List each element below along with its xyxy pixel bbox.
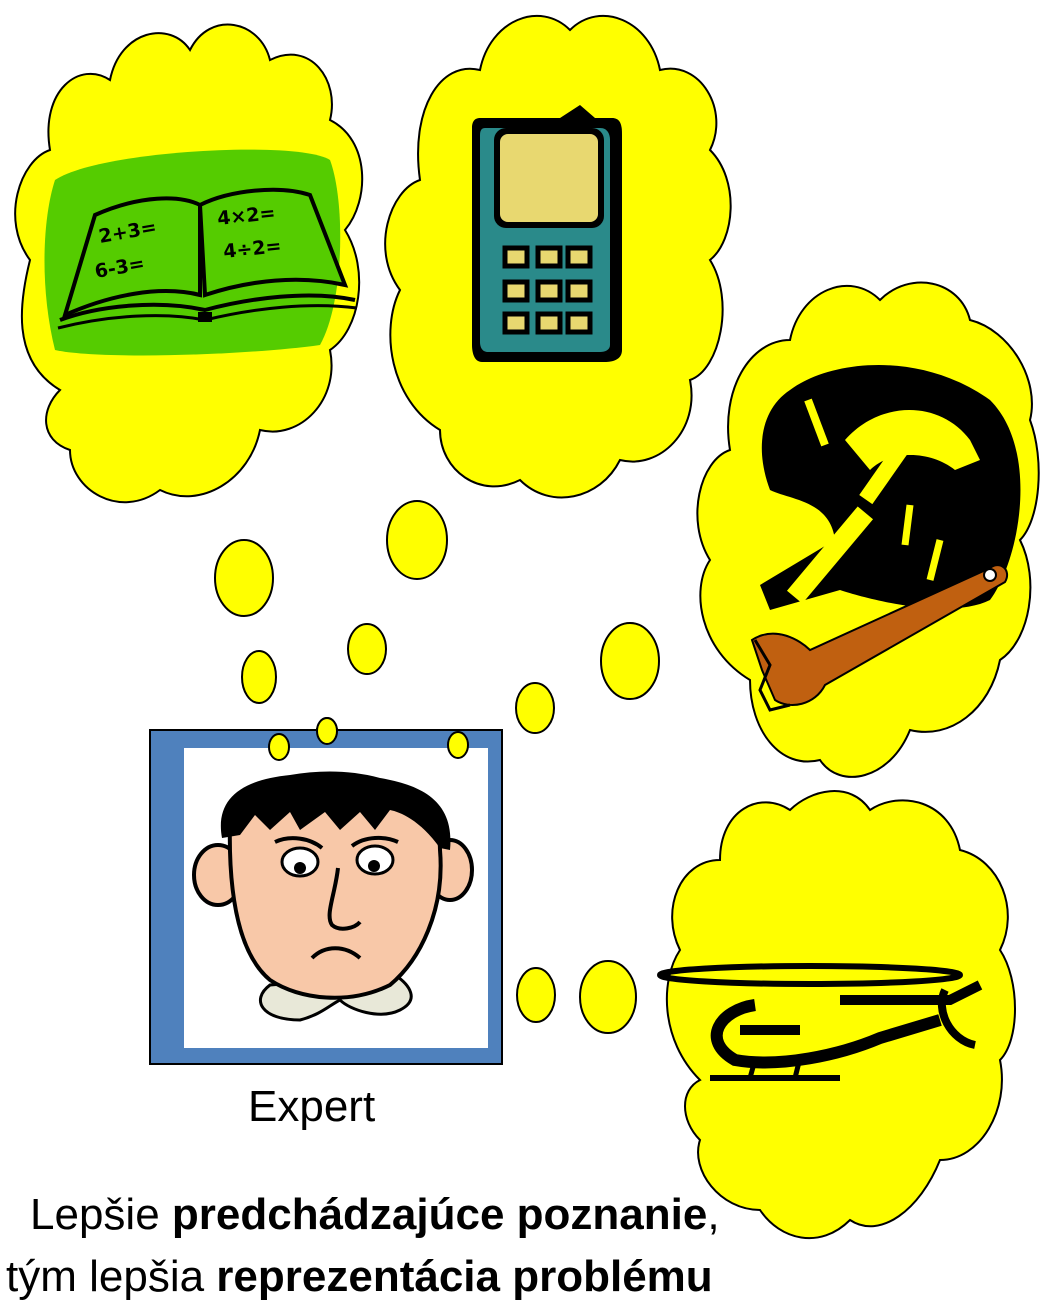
expert-picture	[150, 718, 502, 1064]
expert-caption: Expert	[248, 1082, 375, 1132]
text-line-1-part-1: Lepšie	[30, 1190, 172, 1239]
text-line-2-part-1: tým lepšia	[6, 1252, 216, 1301]
bubble	[215, 540, 273, 616]
bubble	[348, 624, 386, 674]
mobile-phone-icon	[472, 105, 622, 362]
bubble	[387, 501, 447, 579]
text-line-2-part-2: reprezentácia problému	[216, 1252, 712, 1301]
bubble	[517, 968, 555, 1022]
bubble	[242, 651, 276, 703]
text-line-2: tým lepšia reprezentácia problému	[6, 1252, 1040, 1302]
text-line-1-part-2: predchádzajúce poznanie	[172, 1190, 707, 1239]
bubble	[601, 623, 659, 699]
bubble	[516, 683, 554, 733]
text-line-1-part-3: ,	[707, 1190, 719, 1239]
math-book-icon: 2+3= 6-3= 4×2= 4÷2=	[44, 150, 357, 356]
text-line-1: Lepšie predchádzajúce poznanie,	[30, 1190, 1040, 1240]
thought-cloud-helicopter	[667, 791, 1015, 1238]
bubble	[580, 961, 636, 1033]
